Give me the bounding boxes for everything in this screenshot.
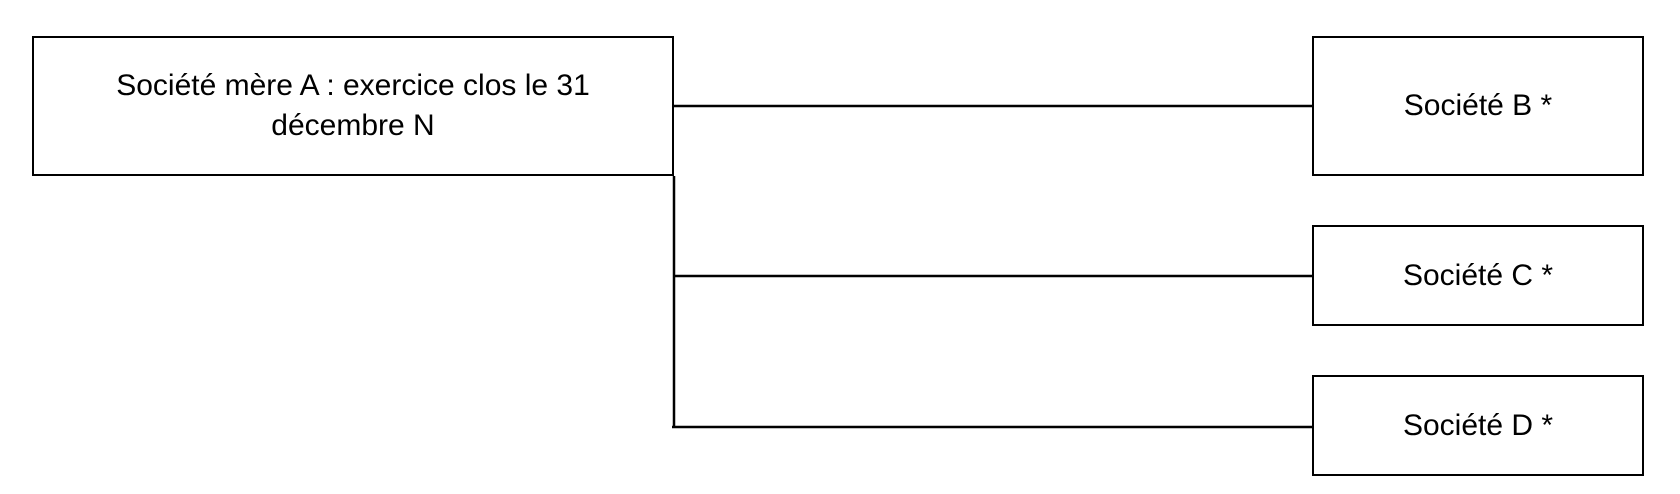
subsidiary-b-box: Société B * xyxy=(1312,36,1644,176)
subsidiary-b-label: Société B * xyxy=(1403,89,1553,122)
parent-company-label: Société mère A : exercice clos le 31 déc… xyxy=(116,69,590,142)
parent-company-box: Société mère A : exercice clos le 31 déc… xyxy=(32,36,674,176)
subsidiary-d-box: Société D * xyxy=(1312,375,1644,476)
subsidiary-d-label: Société D * xyxy=(1402,408,1554,442)
subsidiary-c-label: Société C * xyxy=(1402,258,1554,292)
subsidiary-c-box: Société C * xyxy=(1312,225,1644,326)
